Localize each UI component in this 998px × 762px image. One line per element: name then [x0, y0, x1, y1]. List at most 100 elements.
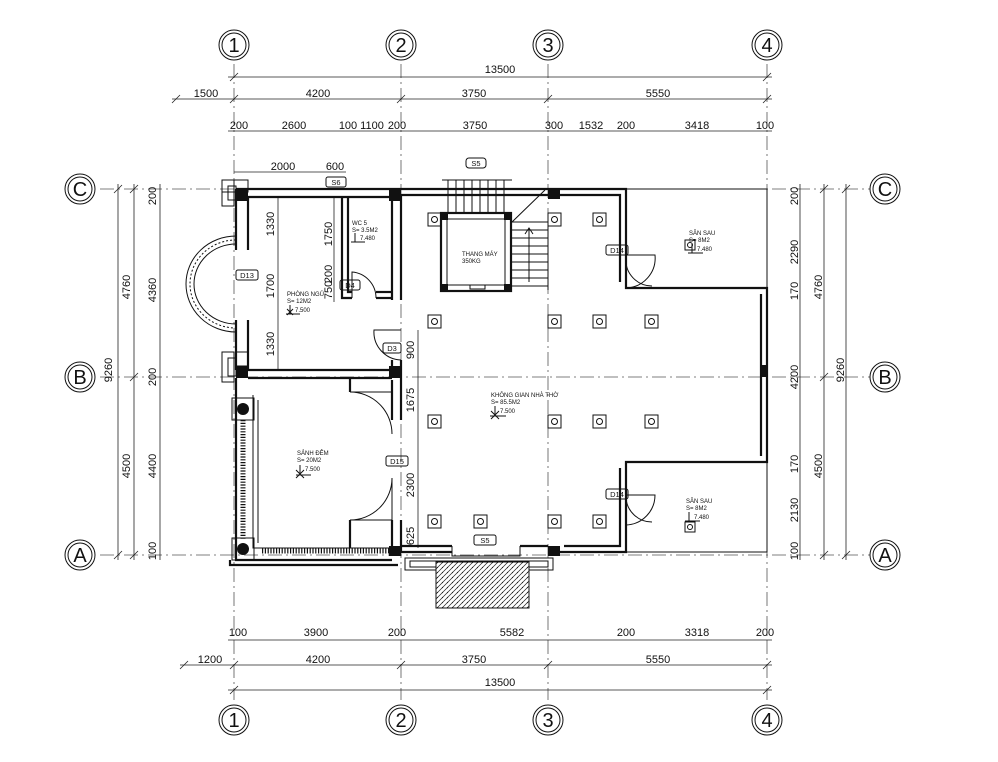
column — [427, 514, 442, 529]
stair-treads-top — [442, 179, 512, 212]
svg-text:D3: D3 — [387, 344, 397, 353]
svg-text:PHÒNG NGỦ: PHÒNG NGỦ — [287, 291, 324, 298]
column — [547, 314, 562, 329]
svg-text:625: 625 — [405, 527, 417, 545]
svg-text:C: C — [878, 179, 892, 201]
column — [427, 414, 442, 429]
svg-text:S= 8M2: S= 8M2 — [689, 238, 711, 244]
svg-text:200: 200 — [147, 368, 159, 386]
svg-text:13500: 13500 — [485, 64, 516, 76]
svg-text:170: 170 — [789, 455, 801, 473]
svg-text:3: 3 — [542, 35, 553, 57]
svg-text:100: 100 — [339, 120, 357, 132]
tag-s6: S6 — [325, 176, 347, 188]
svg-text:A: A — [73, 545, 87, 567]
svg-text:1: 1 — [228, 710, 239, 732]
svg-text:D15: D15 — [390, 457, 404, 466]
column — [592, 414, 607, 429]
grid-bubble-c-right: C — [869, 173, 901, 205]
room-elevator: THANG MÁY 350KG — [462, 251, 498, 265]
grid-bubble-3-bottom: 3 — [532, 704, 564, 736]
svg-text:2000: 2000 — [271, 161, 295, 173]
svg-text:4500: 4500 — [121, 454, 133, 478]
grid-bubble-1-bottom: 1 — [218, 704, 250, 736]
svg-text:4500: 4500 — [813, 454, 825, 478]
svg-text:1532: 1532 — [579, 120, 603, 132]
svg-text:A: A — [878, 545, 892, 567]
svg-text:3: 3 — [542, 710, 553, 732]
svg-text:5582: 5582 — [500, 627, 524, 639]
svg-text:2: 2 — [395, 710, 406, 732]
tag-s5-bottom: S5 — [473, 534, 497, 546]
svg-text:B: B — [73, 367, 86, 389]
svg-text:S= 12M2: S= 12M2 — [287, 299, 312, 305]
svg-text:4: 4 — [761, 35, 772, 57]
stair-treads-right — [512, 221, 549, 290]
column — [427, 212, 442, 227]
grid-bubble-b-left: B — [64, 361, 96, 393]
svg-text:2600: 2600 — [282, 120, 306, 132]
svg-text:4400: 4400 — [147, 454, 159, 478]
dims-left: 9260 4760 4500 200 4360 200 4400 100 — [103, 184, 161, 560]
grid-bubble-3-top: 3 — [532, 29, 564, 61]
grid-bubble-2-top: 2 — [385, 29, 417, 61]
svg-text:3318: 3318 — [685, 627, 709, 639]
column — [473, 514, 488, 529]
svg-text:S= 8M2: S= 8M2 — [686, 506, 708, 512]
svg-text:D14: D14 — [610, 246, 624, 255]
svg-text:4200: 4200 — [789, 365, 801, 389]
svg-text:200: 200 — [388, 627, 406, 639]
room-wc: WC 5 S= 3.5M2 7.480 — [351, 221, 379, 243]
svg-text:1675: 1675 — [405, 388, 417, 412]
balcony-railing — [231, 397, 390, 561]
column — [547, 212, 562, 227]
svg-text:4: 4 — [761, 710, 772, 732]
svg-text:170: 170 — [789, 282, 801, 300]
svg-text:1500: 1500 — [194, 88, 218, 100]
dims-bottom: 100 3900 200 5582 200 3318 200 1200 4200… — [179, 627, 774, 695]
svg-text:D13: D13 — [240, 271, 254, 280]
svg-text:2290: 2290 — [789, 240, 801, 264]
bay-window — [185, 235, 237, 333]
svg-text:100: 100 — [789, 542, 801, 560]
svg-text:100: 100 — [229, 627, 247, 639]
svg-text:7.480: 7.480 — [694, 515, 710, 521]
svg-text:4200: 4200 — [306, 654, 330, 666]
column — [427, 314, 442, 329]
svg-text:S5: S5 — [480, 536, 489, 545]
svg-text:2300: 2300 — [405, 473, 417, 497]
column — [592, 314, 607, 329]
grid-bubble-2-bottom: 2 — [385, 704, 417, 736]
svg-text:200: 200 — [230, 120, 248, 132]
grid-bubble-c-left: C — [64, 173, 96, 205]
svg-text:200: 200 — [789, 187, 801, 205]
svg-text:1: 1 — [228, 35, 239, 57]
svg-text:350KG: 350KG — [462, 259, 481, 265]
svg-text:9260: 9260 — [103, 358, 115, 382]
svg-text:B: B — [878, 367, 891, 389]
grid-bubble-b-right: B — [869, 361, 901, 393]
svg-text:750: 750 — [323, 281, 335, 299]
column — [547, 414, 562, 429]
column — [592, 212, 607, 227]
grid-bubble-4-bottom: 4 — [751, 704, 783, 736]
svg-text:200: 200 — [756, 627, 774, 639]
svg-text:100: 100 — [147, 542, 159, 560]
room-labels: PHÒNG NGỦ S= 12M2 7.500 WC 5 S= 3.5M2 7.… — [286, 221, 715, 522]
svg-text:5550: 5550 — [646, 88, 670, 100]
svg-text:3750: 3750 — [462, 88, 486, 100]
room-backyard-top: SÂN SAU S= 8M2 7.480 — [688, 230, 715, 254]
column — [644, 414, 659, 429]
svg-text:7.500: 7.500 — [305, 467, 321, 473]
svg-text:2: 2 — [395, 35, 406, 57]
tag-d15: D15 — [385, 455, 409, 467]
tag-d14-bottom: D14 — [605, 488, 629, 500]
svg-text:2130: 2130 — [789, 498, 801, 522]
grid-bubbles: 1 2 3 4 1 2 3 4 C B A C B A — [64, 29, 901, 736]
grid-bubble-a-right: A — [869, 539, 901, 571]
svg-text:4760: 4760 — [121, 275, 133, 299]
svg-text:7.500: 7.500 — [295, 308, 311, 314]
stair-elevator — [439, 179, 549, 293]
svg-text:1330: 1330 — [265, 332, 277, 356]
